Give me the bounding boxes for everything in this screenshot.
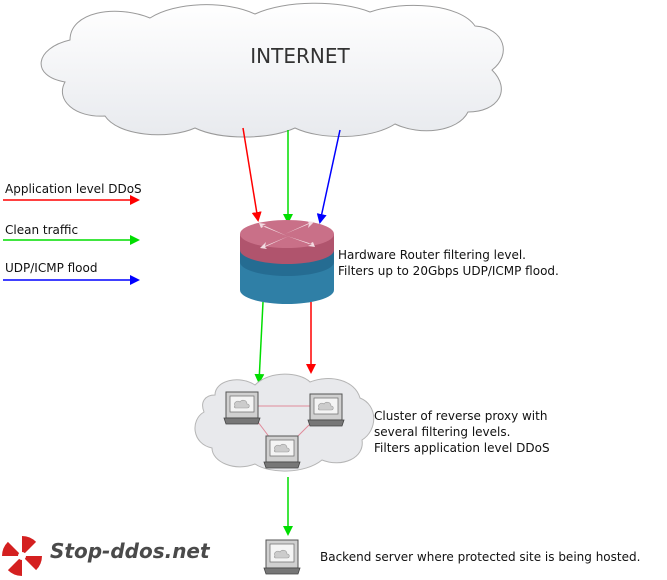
proxy-server-icon (223, 391, 261, 425)
clean-arrow-to-cluster (254, 301, 265, 384)
cluster-description-line2: several filtering levels. (374, 425, 510, 439)
cluster-description-line1: Cluster of reverse proxy with (374, 409, 547, 423)
internet-cloud: INTERNET (40, 2, 504, 138)
proxy-server-icon (263, 435, 301, 469)
stop-ddos-logo: Stop-ddos.net (2, 536, 211, 576)
legend-label-app-ddos: Application level DDoS (5, 182, 142, 196)
legend-label-flood: UDP/ICMP flood (5, 261, 97, 275)
flood-arrow-in (316, 129, 341, 224)
legend-label-clean: Clean traffic (5, 223, 78, 237)
router-description-line2: Filters up to 20Gbps UDP/ICMP flood. (338, 264, 559, 278)
router-icon (240, 220, 334, 304)
internet-label: INTERNET (250, 44, 350, 68)
umbrella-icon (2, 536, 42, 576)
attack-arrow-in (242, 127, 262, 222)
logo-text: Stop-ddos.net (50, 539, 211, 563)
legend: Application level DDoS Clean traffic UDP… (3, 182, 142, 285)
router-description-line1: Hardware Router filtering level. (338, 248, 526, 262)
backend-server-icon (263, 539, 301, 575)
backend-description: Backend server where protected site is b… (320, 550, 640, 564)
proxy-server-icon (307, 393, 345, 427)
cluster-description-line3: Filters application level DDoS (374, 441, 550, 455)
